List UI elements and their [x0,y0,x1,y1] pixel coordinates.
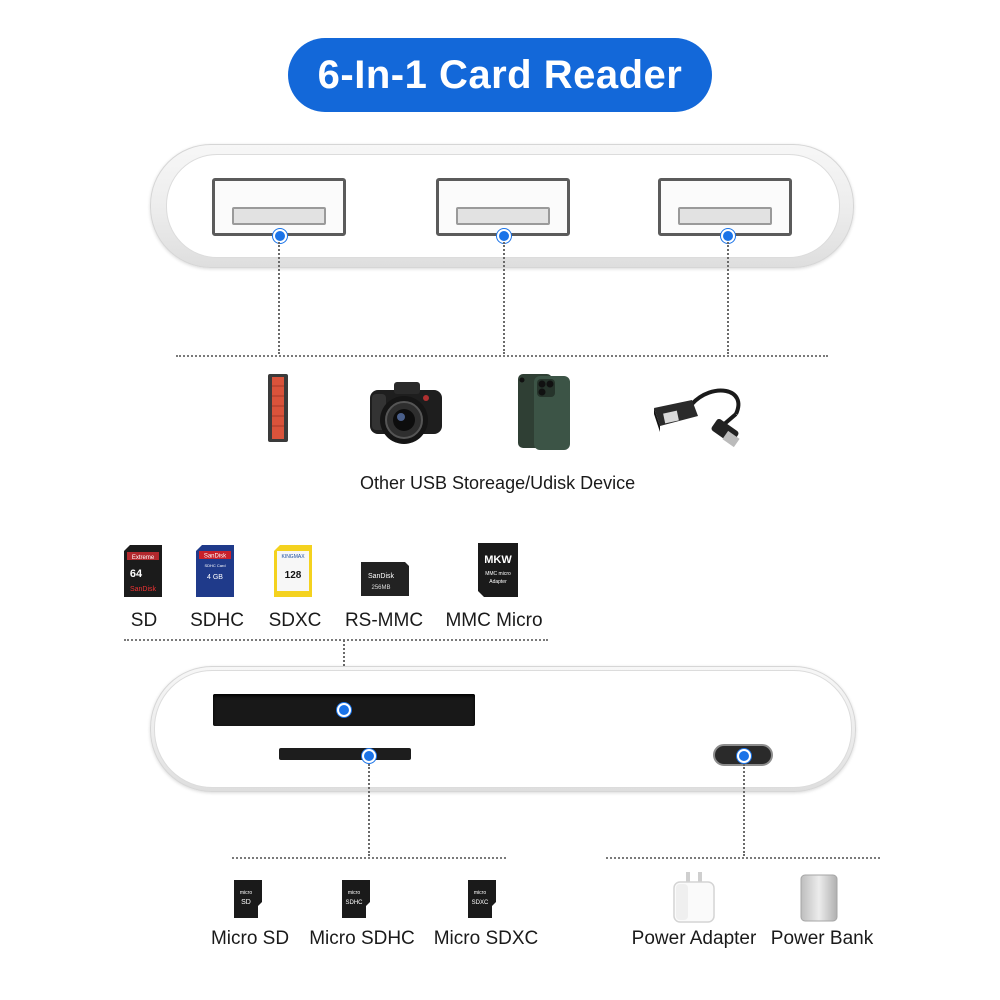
card-label-micro-sd: Micro SD [210,928,290,949]
card-label-sdxc: SDXC [268,610,322,631]
card-label-sdhc: SDHC [190,610,244,631]
usb-port-2-marker [497,229,511,243]
svg-text:4 GB: 4 GB [207,574,223,581]
usb-port-3-marker [721,229,735,243]
power-label-adapter: Power Adapter [631,928,757,949]
micro-cards-divider [232,857,506,859]
micro-sdhc-card-icon: micro SDHC [342,880,370,918]
usb-port-1-marker [273,229,287,243]
usb-c-marker [737,749,751,763]
rs-mmc-card-icon: SanDisk 256MB [361,562,409,596]
power-label-bank: Power Bank [770,928,874,949]
usb-line-1 [278,242,280,354]
usb-port-1 [212,178,346,236]
usb-port-3 [658,178,792,236]
sdxc-card-icon: KINGMAX 128 [274,545,312,597]
cards-divider [124,639,548,641]
svg-text:micro: micro [240,890,252,896]
camera-icon [366,376,446,448]
power-divider [606,857,880,859]
svg-text:MKW: MKW [484,554,512,566]
svg-text:Extreme: Extreme [132,555,155,561]
svg-text:SDXC: SDXC [472,900,489,906]
svg-text:SDHC Card: SDHC Card [204,563,225,568]
phone-icon [516,374,572,450]
sd-card-icon: Extreme 64 SanDisk [124,545,162,597]
power-adapter-icon [672,872,716,924]
svg-text:SDHC: SDHC [345,900,363,906]
ethernet-adapter-icon [652,386,744,450]
card-label-micro-sdxc: Micro SDXC [433,928,539,949]
svg-text:SD: SD [241,899,251,906]
svg-text:MMC micro: MMC micro [485,571,511,577]
svg-text:SanDisk: SanDisk [368,573,395,580]
keyboard-icon [268,374,288,442]
svg-text:Adapter: Adapter [489,579,507,585]
sd-slot-marker [337,703,351,717]
card-label-sd: SD [130,610,158,631]
sdhc-card-icon: SanDisk SDHC Card 4 GB [196,545,234,597]
micro-sd-slot-marker [362,749,376,763]
svg-text:256MB: 256MB [371,585,390,591]
mmc-micro-card-icon: MKW MMC micro Adapter [478,543,518,597]
usb-c-line [743,764,745,856]
usb-devices-caption: Other USB Storeage/Udisk Device [360,473,636,493]
svg-text:64: 64 [130,568,143,580]
svg-text:KINGMAX: KINGMAX [281,554,305,560]
card-label-mmc-micro: MMC Micro [445,610,543,631]
usb-line-2 [503,242,505,354]
card-label-rs-mmc: RS-MMC [344,610,424,631]
usb-port-2 [436,178,570,236]
page-title: 6-In-1 Card Reader [288,38,712,112]
micro-sdxc-card-icon: micro SDXC [468,880,496,918]
card-label-micro-sdhc: Micro SDHC [309,928,415,949]
power-bank-icon [800,874,838,922]
usb-divider [176,355,828,357]
card-reader-face [154,670,852,788]
svg-text:micro: micro [348,890,360,896]
svg-text:128: 128 [285,570,302,581]
micro-sd-line [368,764,370,856]
micro-sd-slot [279,748,411,760]
usb-line-3 [727,242,729,354]
svg-text:SanDisk: SanDisk [204,554,227,560]
svg-text:micro: micro [474,890,486,896]
svg-text:SanDisk: SanDisk [130,586,157,593]
micro-sd-card-icon: micro SD [234,880,262,918]
